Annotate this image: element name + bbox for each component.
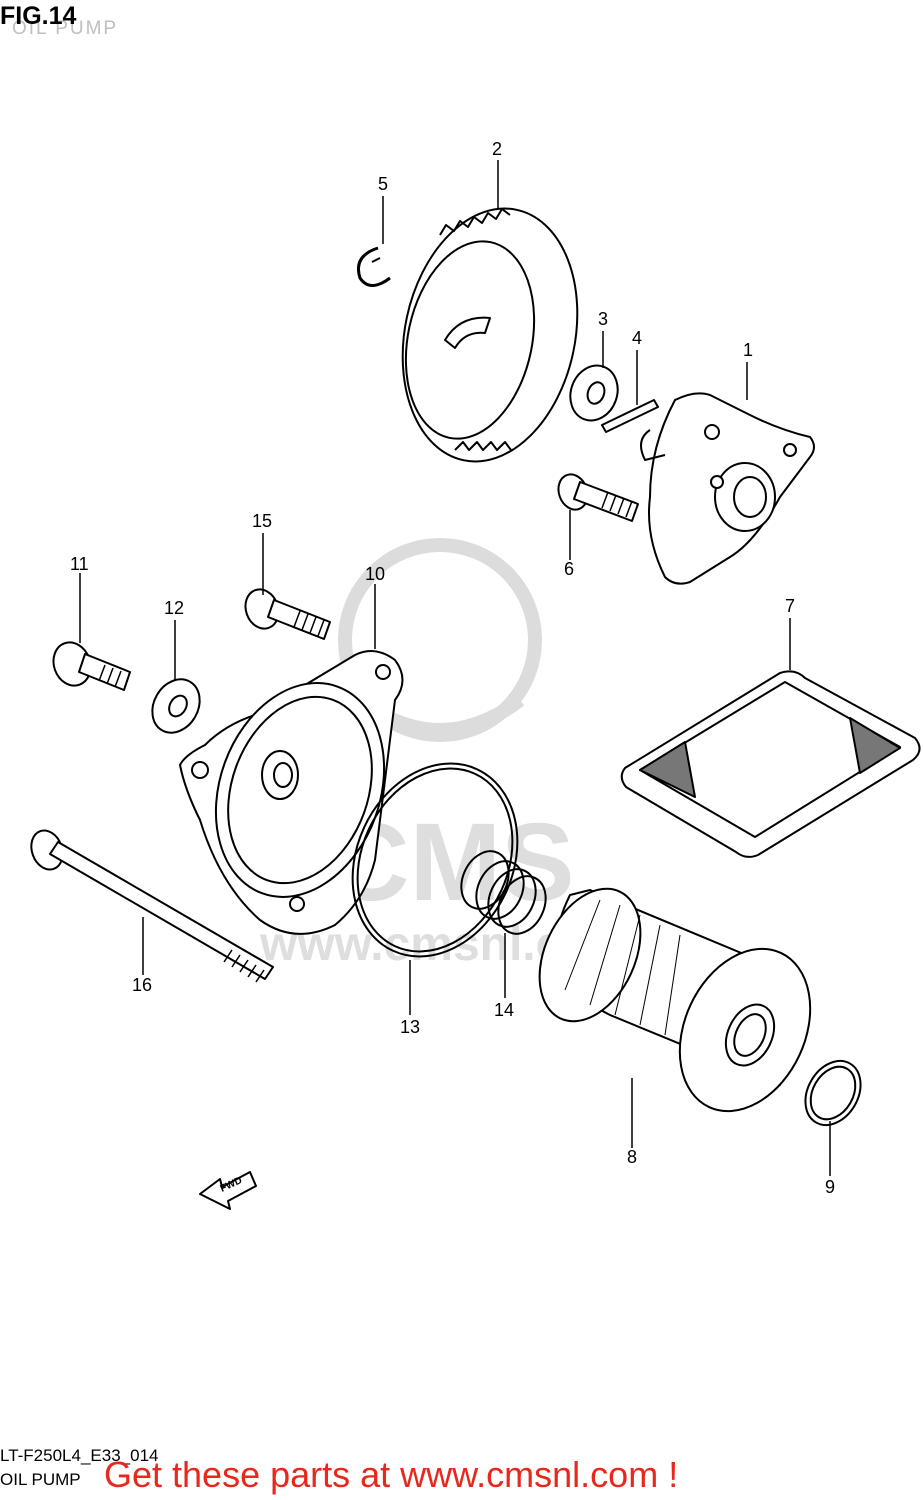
- part-oil-filter: [538, 887, 812, 1113]
- part-bolt-15: [244, 588, 331, 640]
- part-washer-3: [569, 364, 619, 422]
- footer-name: OIL PUMP: [0, 1470, 81, 1489]
- part-oil-filter-cap: [179, 650, 404, 935]
- part-oil-pump-gear: [401, 207, 579, 463]
- callout-3: 3: [598, 309, 608, 329]
- callout-13: 13: [400, 1017, 420, 1037]
- part-spring: [460, 850, 547, 935]
- callout-5: 5: [378, 174, 388, 194]
- callout-11: 11: [70, 554, 89, 574]
- callout-labels: 1 2 3 4 5 6 7 8 9 10 11 12 13 14 15 16: [70, 139, 835, 1197]
- callout-12: 12: [164, 598, 184, 618]
- callout-9: 9: [825, 1177, 835, 1197]
- part-o-ring-9: [804, 1060, 862, 1126]
- fwd-arrow-icon: [199, 1171, 257, 1210]
- diagram-code: LT-F250L4_E33_014: [0, 1446, 159, 1465]
- figure-subtitle: OIL PUMP: [12, 18, 119, 39]
- part-oil-strainer: [620, 670, 921, 858]
- callout-1: 1: [743, 340, 753, 360]
- part-oil-pump-body: [640, 392, 815, 585]
- callout-7: 7: [785, 596, 795, 616]
- callout-14: 14: [494, 1000, 514, 1020]
- part-circlip: [357, 246, 391, 287]
- part-o-ring-13: [351, 762, 519, 958]
- figure-title: FIG.14: [0, 2, 77, 30]
- part-bolt-6: [557, 473, 639, 522]
- callout-6: 6: [564, 559, 574, 579]
- callout-4: 4: [632, 328, 642, 348]
- callout-16: 16: [132, 975, 152, 995]
- leader-lines: [79, 160, 831, 1176]
- part-pin: [601, 399, 659, 433]
- promo-link[interactable]: Get these parts at www.cmsnl.com !: [104, 1454, 679, 1495]
- part-long-bolt: [30, 829, 274, 983]
- callout-2: 2: [492, 139, 502, 159]
- callout-15: 15: [252, 511, 272, 531]
- part-bolt-11: [52, 641, 131, 691]
- callout-10: 10: [365, 564, 385, 584]
- part-washer-12: [151, 678, 201, 734]
- callout-8: 8: [627, 1147, 637, 1167]
